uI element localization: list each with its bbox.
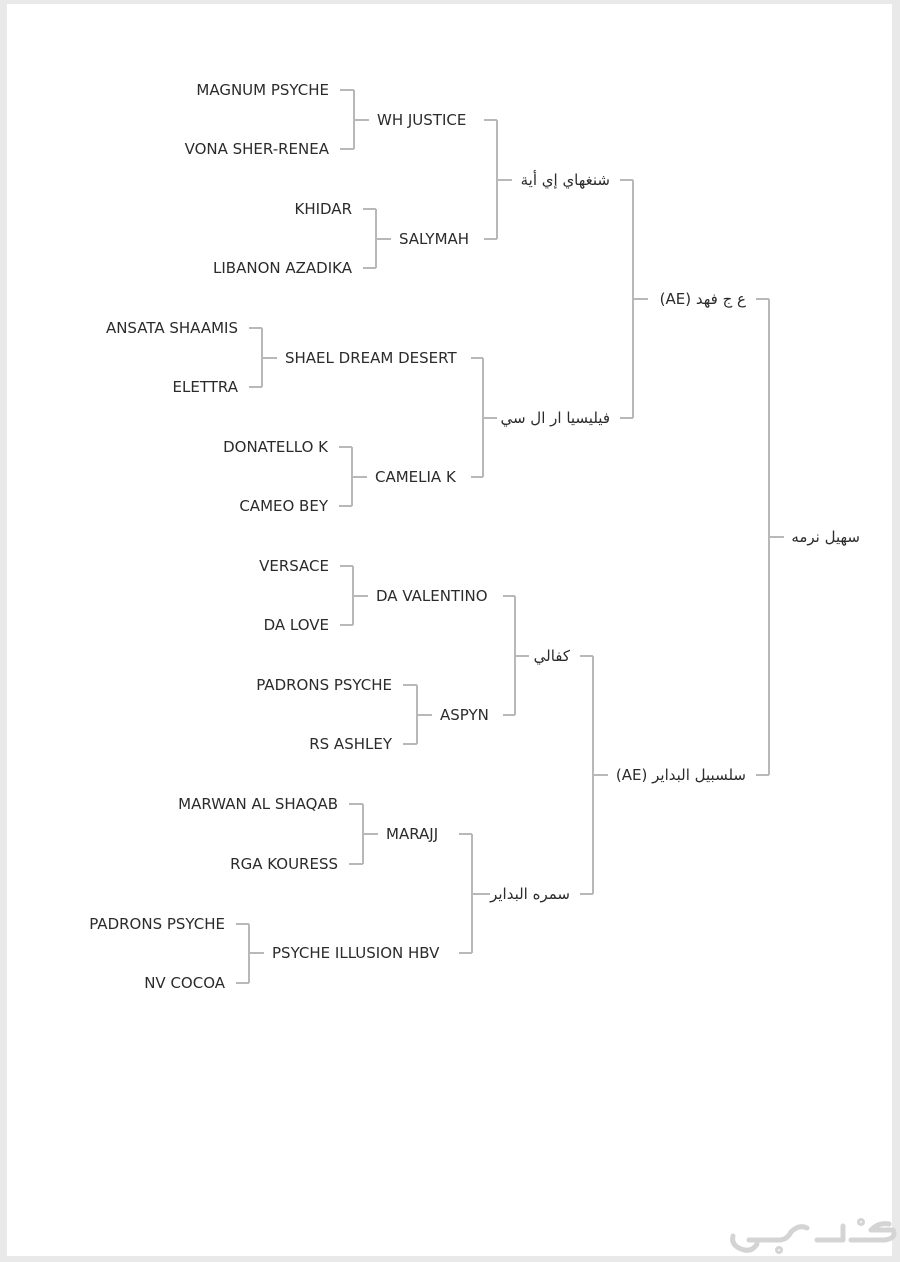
sire-dam-name: فيليسيا ار ال سي <box>500 409 610 427</box>
g4-name-4: LIBANON AZADIKA <box>213 259 352 277</box>
g4-name-6: ELETTRA <box>172 378 238 396</box>
dam-sire-name: كفالي <box>533 647 570 665</box>
g4-name-10: DA LOVE <box>263 616 329 634</box>
pedigree-sheet: سهيل نرمه ع ج فهد (AE) سلسبيل البداير (A… <box>7 4 897 1256</box>
g3-name-5: DA VALENTINO <box>376 587 488 605</box>
g3-name-8: PSYCHE ILLUSION HBV <box>272 944 440 962</box>
g4-name-2: VONA SHER-RENEA <box>184 140 329 158</box>
g4-name-11: PADRONS PSYCHE <box>256 676 392 694</box>
g4-name-5: ANSATA SHAAMIS <box>105 319 238 337</box>
g3-name-3: SHAEL DREAM DESERT <box>285 349 457 367</box>
g4-name-12: RS ASHLEY <box>309 735 392 753</box>
pedigree-connectors <box>236 89 784 984</box>
g3-name-2: SALYMAH <box>399 230 470 248</box>
g3-name-7: MARAJJ <box>386 825 439 843</box>
g3-name-1: WH JUSTICE <box>377 111 467 129</box>
sire-sire-name: شنغهاي إي أية <box>520 171 610 189</box>
g3-name-4: CAMELIA K <box>375 468 456 486</box>
g4-name-13: MARWAN AL SHAQAB <box>178 795 338 813</box>
g4-name-16: NV COCOA <box>144 974 225 992</box>
g4-name-8: CAMEO BEY <box>239 497 328 515</box>
sire-name: ع ج فهد (AE) <box>659 290 746 308</box>
dam-name: سلسبيل البداير (AE) <box>615 766 746 784</box>
haraj-watermark-logo <box>730 1218 897 1254</box>
g4-name-15: PADRONS PSYCHE <box>89 915 225 933</box>
dam-dam-name: سمره البداير <box>490 885 570 903</box>
g3-name-6: ASPYN <box>440 706 489 724</box>
g4-name-14: RGA KOURESS <box>230 855 338 873</box>
g4-name-1: MAGNUM PSYCHE <box>196 81 329 99</box>
g4-name-9: VERSACE <box>259 557 329 575</box>
g4-name-7: DONATELLO K <box>223 438 328 456</box>
g4-name-3: KHIDAR <box>294 200 352 218</box>
horse-name: سهيل نرمه <box>791 528 860 546</box>
